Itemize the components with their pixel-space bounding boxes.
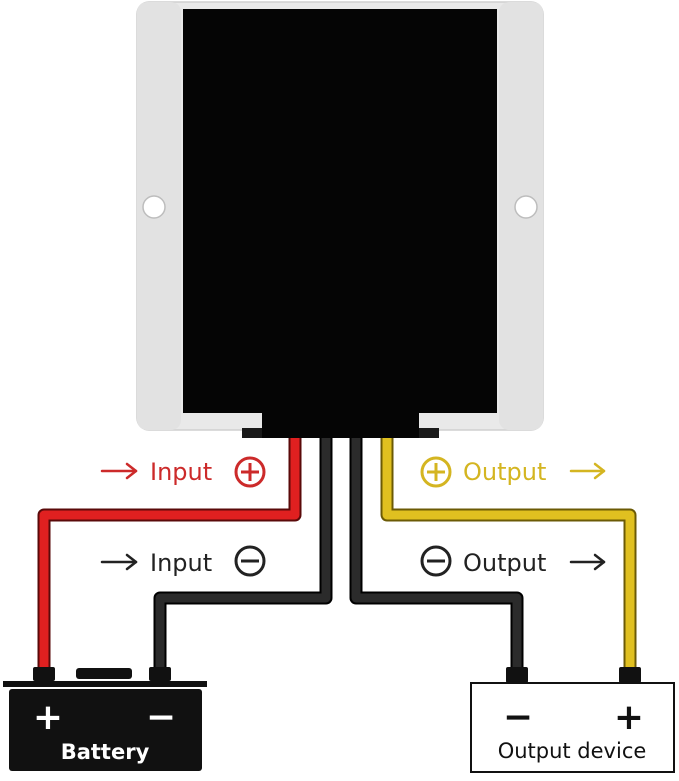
output-device: − + Output device (470, 667, 675, 773)
output-device-label: Output device (498, 739, 647, 763)
right-arrow-icon (569, 462, 606, 480)
input-positive-wire-core (39, 438, 300, 671)
input-positive-label-group: Input (100, 456, 266, 488)
battery-center-cap (76, 668, 132, 679)
output-negative-label: Output (463, 549, 546, 577)
output-negative-label-group: Output (420, 545, 606, 577)
input-negative-wire-core (155, 438, 331, 671)
right-arrow-icon (100, 553, 138, 571)
module-black-panel (183, 9, 497, 413)
output-device-minus-sign: − (503, 697, 533, 738)
circled-plus-icon (234, 456, 266, 488)
battery-body (9, 689, 202, 771)
output-positive-label-group: Output (420, 456, 606, 488)
converter-module (136, 1, 544, 438)
battery-minus-sign: − (146, 697, 176, 738)
right-arrow-icon (100, 462, 138, 480)
output-positive-wire-core (382, 438, 635, 671)
battery-negative-terminal (149, 667, 171, 681)
right-arrow-icon (569, 553, 606, 571)
cable-gland (262, 412, 419, 438)
battery-top-lid (3, 681, 207, 687)
output-device-box (470, 682, 675, 773)
input-positive-label: Input (150, 458, 212, 486)
battery: + − Battery (3, 667, 207, 771)
wires (37, 438, 637, 671)
output-device-plus-sign: + (614, 697, 644, 738)
battery-label: Battery (61, 740, 150, 764)
circled-plus-icon (420, 456, 452, 488)
output-negative-wire-core (351, 438, 522, 671)
circled-minus-icon (234, 545, 266, 577)
output-device-negative-terminal (506, 667, 528, 683)
battery-plus-sign: + (33, 697, 63, 738)
right-mounting-hole (514, 195, 538, 219)
cable-gland-left-step (242, 428, 262, 438)
output-device-positive-terminal (619, 667, 641, 683)
input-negative-label: Input (150, 549, 212, 577)
left-mounting-hole (142, 195, 166, 219)
cable-gland-right-step (419, 428, 439, 438)
circled-minus-icon (420, 545, 452, 577)
battery-positive-terminal (33, 667, 55, 681)
output-positive-label: Output (463, 458, 546, 486)
input-negative-label-group: Input (100, 545, 266, 577)
